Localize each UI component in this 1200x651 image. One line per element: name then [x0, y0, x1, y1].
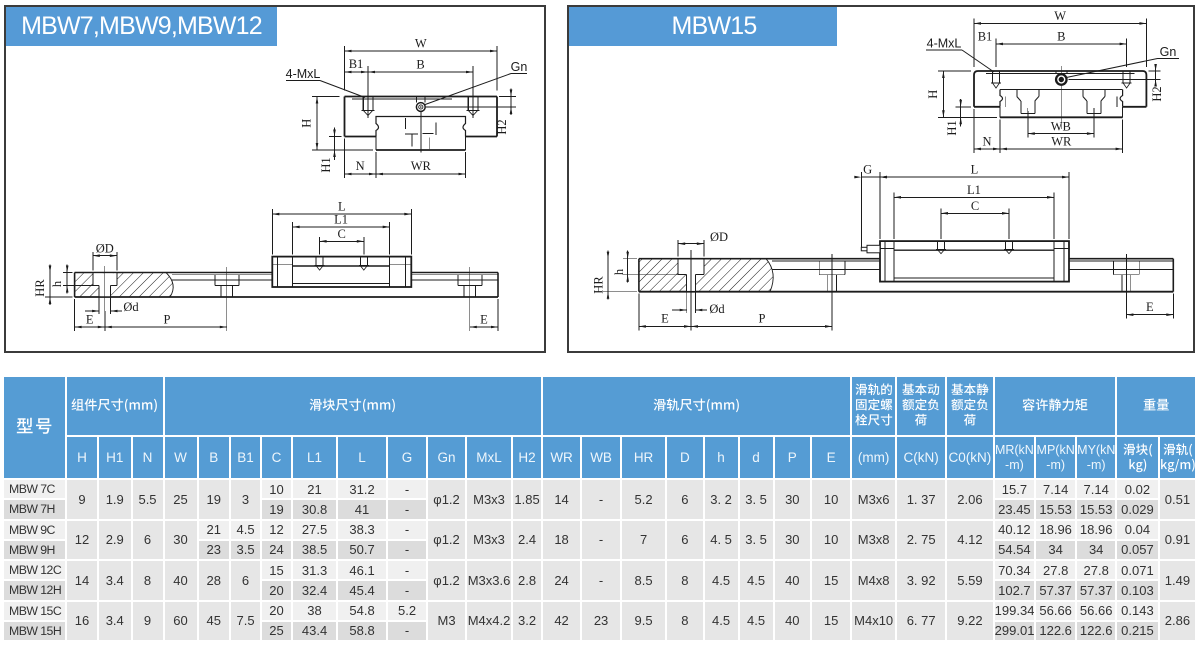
svg-text:C: C	[338, 227, 346, 241]
svg-text:E: E	[661, 312, 669, 326]
svg-text:H1: H1	[945, 120, 959, 135]
svg-text:h: h	[50, 280, 64, 287]
svg-text:Gn: Gn	[1160, 45, 1177, 59]
svg-text:Gn: Gn	[511, 60, 528, 74]
svg-text:P: P	[759, 312, 766, 326]
svg-text:E: E	[86, 313, 94, 327]
svg-text:N: N	[982, 135, 991, 149]
svg-text:G: G	[863, 163, 872, 177]
svg-text:W: W	[1054, 9, 1066, 23]
svg-text:HR: HR	[592, 276, 606, 294]
svg-text:P: P	[164, 313, 171, 327]
svg-text:ØD: ØD	[710, 230, 728, 244]
svg-text:L: L	[338, 200, 346, 214]
svg-text:L: L	[971, 163, 979, 177]
svg-text:B: B	[1057, 29, 1065, 43]
svg-text:WR: WR	[411, 159, 432, 173]
svg-text:4-MxL: 4-MxL	[927, 37, 962, 51]
svg-text:L1: L1	[334, 212, 348, 226]
svg-text:H2: H2	[495, 119, 509, 134]
svg-text:HR: HR	[33, 279, 47, 297]
svg-text:H: H	[300, 119, 314, 128]
svg-text:B1: B1	[978, 30, 993, 44]
svg-text:4-MxL: 4-MxL	[286, 67, 321, 81]
svg-text:W: W	[415, 37, 427, 51]
svg-text:h: h	[612, 268, 626, 275]
svg-text:B: B	[416, 58, 424, 72]
svg-text:Ød: Ød	[709, 302, 725, 316]
svg-text:N: N	[356, 159, 365, 173]
svg-text:E: E	[480, 313, 488, 327]
svg-text:L1: L1	[967, 183, 981, 197]
svg-text:C: C	[971, 199, 979, 213]
svg-text:ØD: ØD	[96, 242, 114, 256]
svg-text:B1: B1	[349, 57, 364, 71]
svg-text:H1: H1	[319, 157, 333, 172]
svg-text:Ød: Ød	[123, 300, 139, 314]
svg-text:H2: H2	[1150, 86, 1164, 101]
svg-text:WB: WB	[1051, 120, 1071, 134]
svg-text:WR: WR	[1051, 135, 1072, 149]
svg-text:H: H	[926, 90, 940, 99]
svg-text:E: E	[1146, 300, 1154, 314]
